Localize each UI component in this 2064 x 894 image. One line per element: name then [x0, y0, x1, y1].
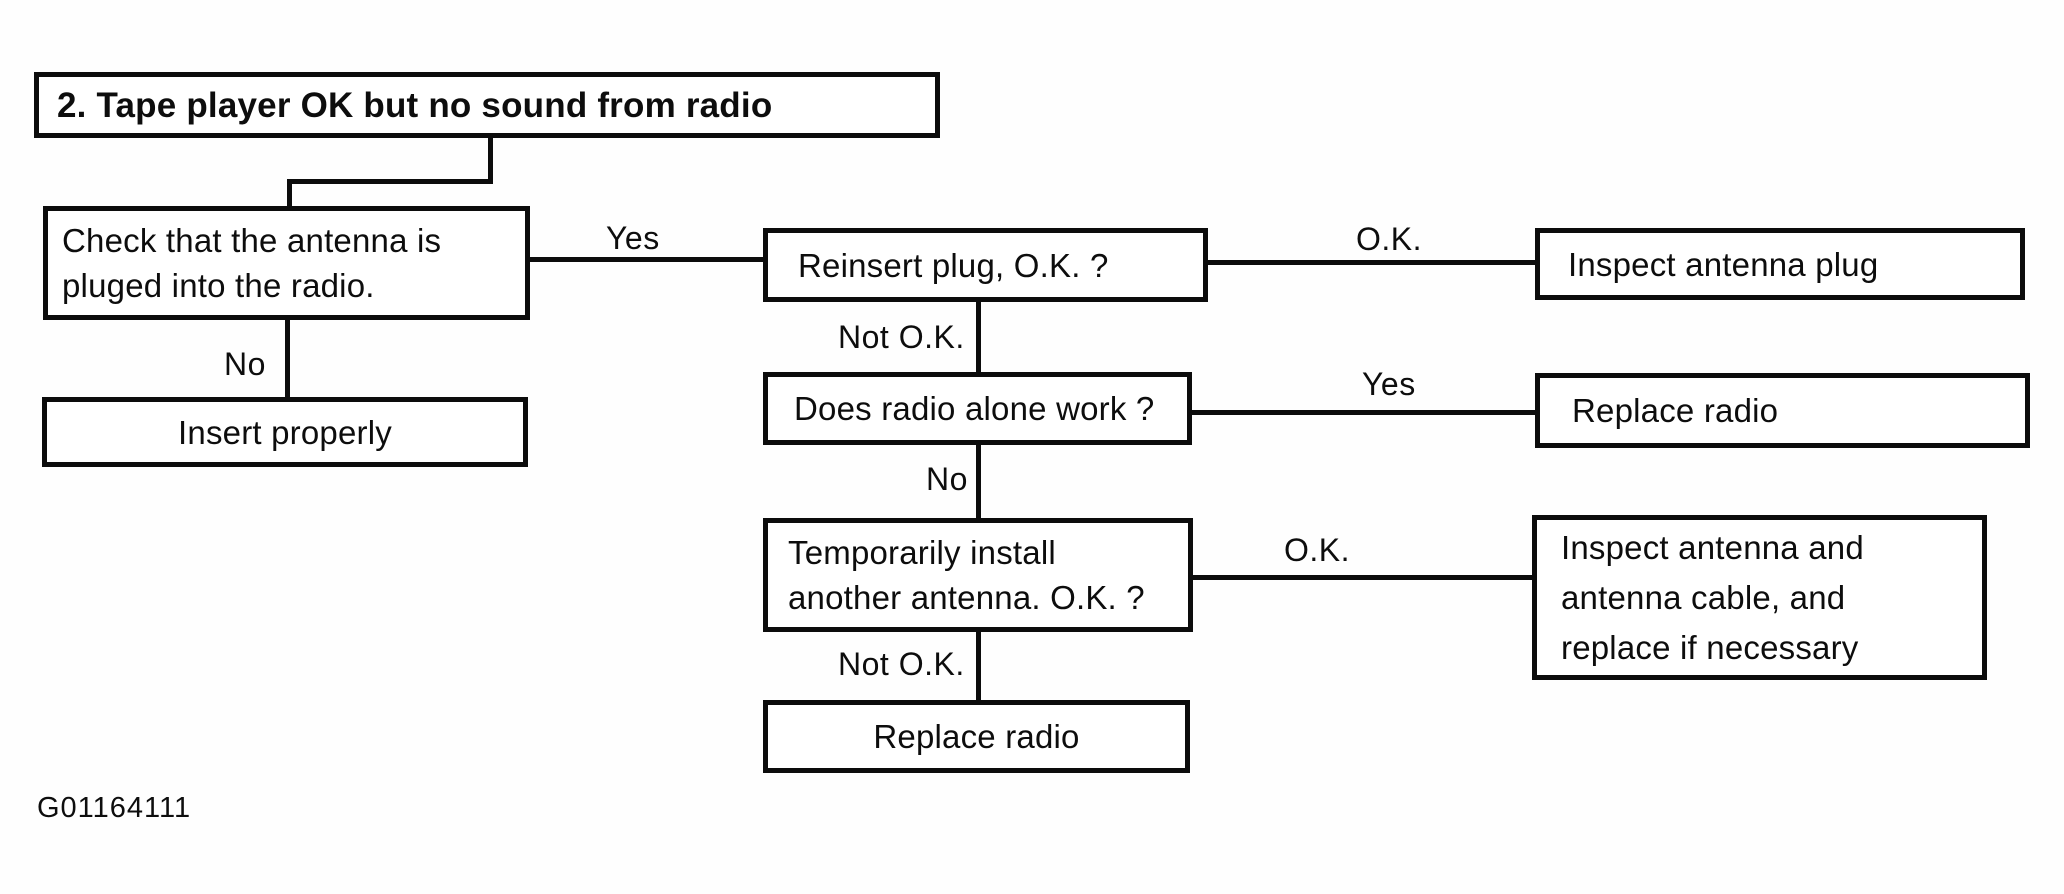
node-replace-radio-right-text: Replace radio	[1572, 392, 1779, 429]
edge-label-no-check: No	[224, 346, 266, 382]
connector-title-vertical	[488, 138, 493, 184]
node-reinsert-plug: Reinsert plug, O.K. ?	[763, 228, 1208, 302]
node-does-radio-work-text: Does radio alone work ?	[794, 390, 1155, 427]
edge-label-notok-temp: Not O.K.	[838, 646, 965, 682]
edge-label-ok-temp: O.K.	[1284, 532, 1351, 568]
connector-does-to-temp	[976, 445, 981, 518]
connector-temp-to-replace	[976, 632, 981, 700]
figure-code: G01164111	[37, 792, 192, 824]
edge-label-notok-reinsert: Not O.K.	[838, 319, 965, 355]
node-inspect-antenna-cable: Inspect antenna and antenna cable, and r…	[1532, 515, 1987, 680]
flowchart-title-box: 2. Tape player OK but no sound from radi…	[34, 72, 940, 138]
node-insert-properly-text: Insert properly	[178, 413, 392, 451]
node-inspect-antenna-plug-text: Inspect antenna plug	[1568, 245, 1879, 283]
node-check-antenna-text: Check that the antenna is pluged into th…	[62, 222, 442, 304]
connector-reinsert-to-inspectplug	[1208, 260, 1535, 265]
node-inspect-antenna-cable-text: Inspect antenna and antenna cable, and r…	[1561, 528, 1864, 666]
node-inspect-antenna-plug: Inspect antenna plug	[1535, 228, 2025, 300]
connector-temp-to-inspectcable	[1193, 575, 1532, 580]
edge-label-yes-check: Yes	[606, 220, 660, 256]
flowchart-title: 2. Tape player OK but no sound from radi…	[57, 85, 773, 125]
node-does-radio-work: Does radio alone work ?	[763, 372, 1192, 445]
connector-check-to-reinsert	[530, 257, 763, 262]
node-insert-properly: Insert properly	[42, 397, 528, 467]
node-temp-antenna: Temporarily install another antenna. O.K…	[763, 518, 1193, 632]
node-replace-radio-bottom-text: Replace radio	[873, 718, 1080, 755]
node-check-antenna: Check that the antenna is pluged into th…	[43, 206, 530, 320]
node-replace-radio-right: Replace radio	[1535, 373, 2030, 448]
edge-label-no-does: No	[926, 461, 968, 497]
edge-label-ok-reinsert: O.K.	[1356, 221, 1423, 257]
connector-title-to-check	[287, 182, 292, 208]
node-replace-radio-bottom: Replace radio	[763, 700, 1190, 773]
edge-label-yes-does: Yes	[1362, 366, 1416, 402]
node-reinsert-plug-text: Reinsert plug, O.K. ?	[798, 246, 1109, 284]
connector-check-to-insert	[285, 320, 290, 397]
connector-reinsert-to-does	[976, 302, 981, 372]
connector-title-horizontal	[287, 179, 493, 184]
connector-does-to-replace	[1192, 410, 1535, 415]
node-temp-antenna-text: Temporarily install another antenna. O.K…	[788, 534, 1145, 616]
